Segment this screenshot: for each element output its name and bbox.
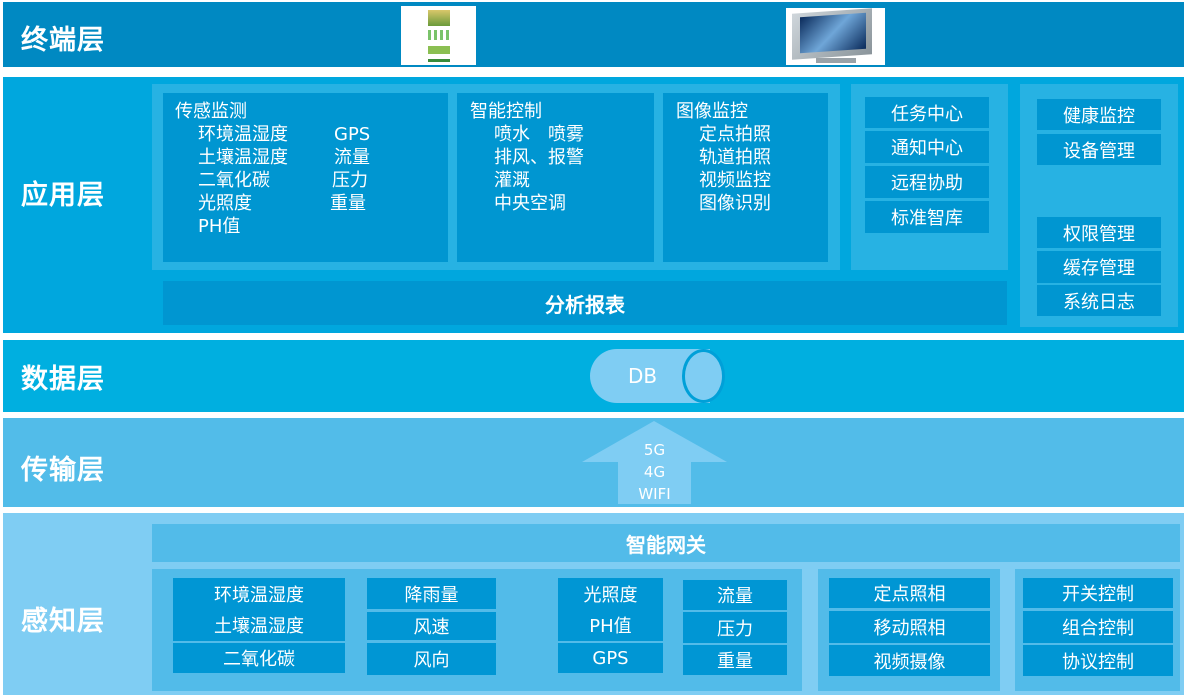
sensing-item: 重量 bbox=[330, 193, 366, 214]
application-layer-title: 应用层 bbox=[21, 180, 105, 211]
sensor-rainfall: 降雨量 bbox=[367, 578, 496, 609]
sensor-co2: 二氧化碳 bbox=[173, 643, 345, 673]
sensing-item: 压力 bbox=[332, 170, 368, 191]
sensor-label: 光照度 bbox=[583, 584, 638, 606]
db-label: DB bbox=[628, 364, 658, 388]
sensing-item: 二氧化碳 bbox=[198, 170, 270, 191]
system-item: 健康监控 bbox=[1037, 99, 1161, 130]
camera-fixed: 定点照相 bbox=[829, 578, 990, 608]
image-monitor-item: 定点拍照 bbox=[699, 124, 771, 145]
upload-arrow-icon: 5G 4G WIFI bbox=[582, 421, 727, 504]
system-item: 设备管理 bbox=[1037, 134, 1161, 165]
sensor-label: PH值 bbox=[589, 616, 632, 638]
sensor-env: 环境温湿度 土壤温湿度 bbox=[173, 578, 345, 641]
sensor-weight: 重量 bbox=[683, 645, 787, 675]
image-monitor-item: 视频监控 bbox=[699, 170, 771, 191]
terminal-layer: 终端层 bbox=[3, 2, 1184, 67]
sensor-wind-speed: 风速 bbox=[367, 612, 496, 640]
system-item: 系统日志 bbox=[1037, 285, 1161, 316]
service-item: 任务中心 bbox=[865, 97, 989, 128]
phone-app-image bbox=[401, 6, 476, 65]
control-box: 智能控制 喷水 喷雾 排风、报警 灌溉 中央空调 bbox=[457, 93, 654, 262]
sensing-title: 传感监测 bbox=[175, 101, 247, 122]
network-label: WIFI bbox=[638, 485, 671, 503]
control-protocol: 协议控制 bbox=[1023, 645, 1173, 676]
sensing-item: GPS bbox=[334, 124, 371, 145]
sensing-item: PH值 bbox=[198, 216, 241, 237]
analysis-report-bar: 分析报表 bbox=[163, 281, 1007, 325]
system-item: 缓存管理 bbox=[1037, 251, 1161, 283]
sensing-item: 土壤温湿度 bbox=[198, 147, 288, 168]
monitor-image bbox=[786, 8, 885, 65]
sensing-box: 传感监测 环境温湿度 土壤温湿度 二氧化碳 光照度 PH值 GPS 流量 压力 … bbox=[163, 93, 448, 262]
sensor-gps: GPS bbox=[558, 643, 663, 673]
transport-layer-title: 传输层 bbox=[21, 455, 105, 486]
service-item: 通知中心 bbox=[865, 131, 989, 163]
camera-mobile: 移动照相 bbox=[829, 611, 990, 643]
network-label: 4G bbox=[643, 463, 666, 481]
sensor-pressure: 压力 bbox=[683, 612, 787, 643]
control-item: 喷水 喷雾 bbox=[494, 124, 584, 145]
camera-video: 视频摄像 bbox=[829, 645, 990, 676]
gateway-bar: 智能网关 bbox=[152, 524, 1180, 562]
terminal-layer-title: 终端层 bbox=[21, 25, 105, 56]
control-switch: 开关控制 bbox=[1023, 578, 1173, 608]
sensing-item: 光照度 bbox=[198, 193, 252, 214]
system-item: 权限管理 bbox=[1037, 217, 1161, 248]
control-title: 智能控制 bbox=[470, 101, 542, 122]
network-label: 5G bbox=[643, 441, 666, 459]
perception-layer-title: 感知层 bbox=[21, 606, 105, 637]
sensing-item: 环境温湿度 bbox=[198, 124, 288, 145]
control-item: 灌溉 bbox=[494, 170, 530, 191]
sensor-label: 土壤温湿度 bbox=[214, 616, 304, 638]
control-item: 排风、报警 bbox=[494, 147, 584, 168]
image-monitor-title: 图像监控 bbox=[676, 101, 748, 122]
sensor-label: 环境温湿度 bbox=[214, 584, 304, 606]
image-monitor-box: 图像监控 定点拍照 轨道拍照 视频监控 图像识别 bbox=[663, 93, 828, 262]
data-layer-title: 数据层 bbox=[21, 364, 105, 395]
sensing-item: 流量 bbox=[334, 147, 370, 168]
control-item: 中央空调 bbox=[494, 193, 566, 214]
sensor-flow: 流量 bbox=[683, 580, 787, 610]
transport-layer: 传输层 bbox=[3, 418, 1184, 507]
service-item: 远程协助 bbox=[865, 166, 989, 198]
sensor-wind-direction: 风向 bbox=[367, 643, 496, 675]
service-item: 标准智库 bbox=[865, 201, 989, 233]
image-monitor-item: 轨道拍照 bbox=[699, 147, 771, 168]
sensor-light-ph: 光照度 PH值 bbox=[558, 578, 663, 641]
gateway-label: 智能网关 bbox=[626, 532, 706, 557]
image-monitor-item: 图像识别 bbox=[699, 193, 771, 214]
control-combined: 组合控制 bbox=[1023, 611, 1173, 643]
database-icon: DB bbox=[590, 349, 725, 403]
